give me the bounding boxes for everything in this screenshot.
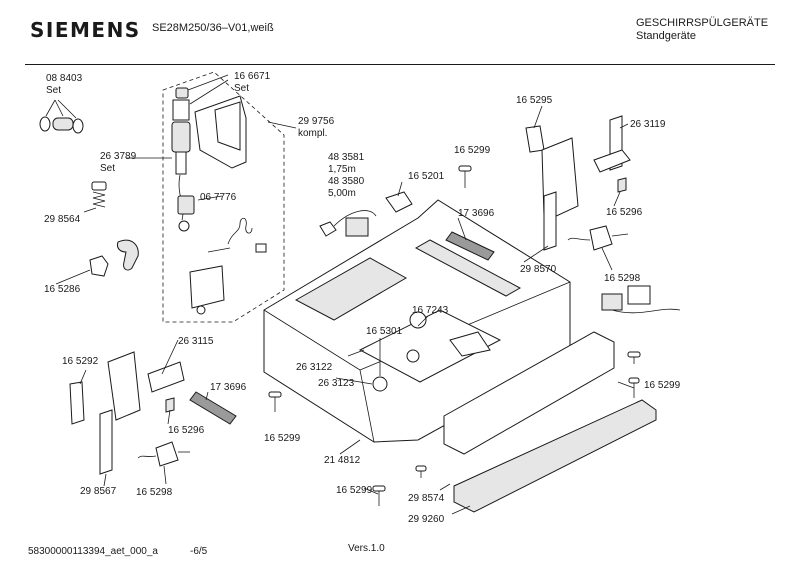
- door-switch-right-part: [567, 225, 629, 251]
- category-subtitle: Standgeräte: [636, 30, 696, 42]
- hose-clamp-set-part: [39, 116, 84, 134]
- model-number: SE28M250/36–V01,weiß: [152, 22, 274, 34]
- small-bracket-part: [89, 255, 109, 277]
- callout-label: 16 5295: [516, 95, 553, 106]
- wiring-harness-part: [601, 285, 681, 314]
- callout-label: Set: [46, 85, 61, 96]
- callout-label: 26 3122: [296, 362, 333, 373]
- cable-plug-part: [255, 243, 267, 253]
- base-tub-part: [263, 199, 571, 443]
- door-switch-left-part: [137, 441, 190, 467]
- callout-label: kompl.: [298, 128, 327, 139]
- callout-label: 48 3581: [328, 152, 365, 163]
- callout-label: 16 6671: [234, 71, 271, 82]
- category-title: GESCHIRRSPÜLGERÄTE: [636, 17, 769, 29]
- plinth-panel-part: [443, 331, 657, 513]
- callout-label: 26 3119: [630, 119, 666, 130]
- holder-cap-part: [196, 305, 206, 315]
- coiled-cable-part: [207, 217, 253, 253]
- page-number: -6/5: [190, 546, 208, 557]
- callout-label: 16 5201: [408, 171, 445, 182]
- screw-right-part: [627, 351, 641, 398]
- callout-label: 48 3580: [328, 176, 365, 187]
- callout-label: 17 3696: [458, 208, 495, 219]
- screw-bottom-part: [372, 465, 427, 506]
- module-holder-part: [189, 265, 225, 309]
- connector-block-part: [385, 191, 413, 213]
- screw-left-part: [268, 391, 282, 412]
- power-cable-part: [319, 210, 377, 237]
- callout-label: 17 3696: [210, 382, 247, 393]
- callout-label: 16 7243: [412, 305, 449, 316]
- callout-label: 16 5298: [604, 273, 641, 284]
- callout-label: 16 5299: [644, 380, 681, 391]
- version-label: Vers.1.0: [348, 543, 385, 554]
- brand-logo: SIEMENS: [30, 18, 141, 42]
- callout-label: 16 5292: [62, 356, 99, 367]
- callout-label: 16 5286: [44, 284, 81, 295]
- callout-label: 1,75m: [328, 164, 356, 175]
- document-id: 58300000113394_aet_000_a: [28, 546, 158, 557]
- callout-label: 08 8403: [46, 73, 83, 84]
- callout-label: 29 8570: [520, 264, 557, 275]
- kit-outline-dashed: [162, 71, 285, 323]
- header-divider: [25, 64, 775, 65]
- hose-piece-part: [117, 239, 139, 271]
- spring-part: [91, 181, 107, 208]
- inlet-valve-assembly-part: [171, 87, 247, 232]
- callout-label: 16 5298: [136, 487, 173, 498]
- heater-element-left-part: [189, 391, 237, 425]
- callout-label: 29 9260: [408, 514, 445, 525]
- callout-label: 5,00m: [328, 188, 356, 199]
- callout-label: 26 3115: [178, 336, 214, 347]
- callout-label: 29 9756: [298, 116, 335, 127]
- leader-lines: [45, 74, 635, 515]
- callout-label: 29 8574: [408, 493, 445, 504]
- callout-label: 16 5296: [606, 207, 643, 218]
- screw-upper-part: [458, 165, 472, 188]
- callout-labels: 08 8403 Set 16 6671 Set 29 9756 kompl. 2…: [44, 71, 681, 525]
- callout-label: 16 5301: [366, 326, 403, 337]
- clip-left-part: [165, 397, 175, 413]
- callout-label: 26 3789: [100, 151, 137, 162]
- callout-label: 16 5299: [454, 145, 491, 156]
- callout-label: 29 8564: [44, 214, 81, 225]
- callout-label: 16 5299: [264, 433, 301, 444]
- callout-label: Set: [234, 83, 249, 94]
- side-bracket-right-part: [593, 115, 631, 193]
- callout-label: 29 8567: [80, 486, 117, 497]
- callout-label: 06 7776: [200, 192, 237, 203]
- side-bracket-left-part: [525, 125, 579, 251]
- side-bracket-lower-left-part: [69, 351, 185, 475]
- callout-label: Set: [100, 163, 115, 174]
- heater-element-right-part: [445, 231, 495, 261]
- callout-label: 16 5296: [168, 425, 205, 436]
- callout-label: 26 3123: [318, 378, 355, 389]
- callout-label: 21 4812: [324, 455, 361, 466]
- callout-label: 16 5299: [336, 485, 373, 496]
